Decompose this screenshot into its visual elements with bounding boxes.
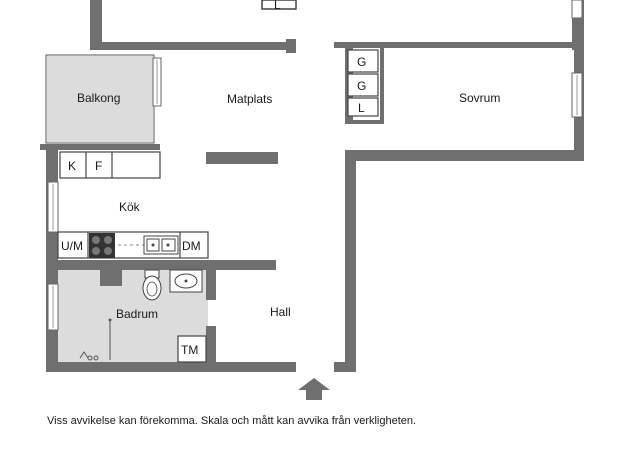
dishwasher-label: DM <box>182 239 201 253</box>
wall <box>345 150 356 372</box>
room-label-kok: Kök <box>119 200 141 214</box>
wall <box>206 260 216 300</box>
wall <box>334 362 356 372</box>
wardrobe-1-label: G <box>357 55 366 69</box>
kitchen-counter: U/M DM <box>57 231 209 259</box>
dryer: TM <box>177 335 207 363</box>
disclaimer-text: Viss avvikelse kan förekomma. Skala och … <box>47 415 417 427</box>
wall <box>206 326 216 372</box>
stove-icon <box>89 233 115 258</box>
balcony-floor <box>47 56 153 142</box>
washbasin-icon <box>169 269 203 293</box>
floor-plan: L G G L K F <box>40 0 584 400</box>
room-label-sovrum: Sovrum <box>459 91 500 105</box>
room-label-hall: Hall <box>270 305 291 319</box>
fridge-freezer: K F <box>59 151 161 179</box>
wall <box>46 362 296 372</box>
wall <box>345 120 384 124</box>
room-label-matplats: Matplats <box>227 92 272 106</box>
toilet-icon <box>142 269 162 301</box>
window <box>571 0 583 19</box>
fridge-label: K <box>68 159 76 173</box>
linen-label: L <box>358 101 365 115</box>
dryer-label: TM <box>181 343 198 357</box>
wall <box>286 39 296 53</box>
room-label-balkong: Balkong <box>77 91 120 105</box>
entrance-arrow-icon <box>298 378 330 400</box>
room-label-badrum: Badrum <box>116 307 158 321</box>
freezer-label: F <box>95 159 102 173</box>
wall <box>90 0 102 50</box>
wall <box>46 260 276 270</box>
kitchen-sink-icon <box>143 235 179 255</box>
wall <box>90 42 290 50</box>
wardrobe-stack: G G L <box>347 49 379 117</box>
microwave-label: U/M <box>61 239 83 253</box>
wall <box>380 42 384 120</box>
wall <box>334 42 574 48</box>
shower-icon <box>79 318 112 361</box>
wardrobe-2-label: G <box>357 79 366 93</box>
room-divider <box>206 152 278 164</box>
wall <box>345 150 584 161</box>
wall <box>40 144 160 150</box>
top-linen-label: L <box>274 0 281 12</box>
top-linen-cabinet <box>261 0 297 10</box>
wall <box>100 260 122 286</box>
